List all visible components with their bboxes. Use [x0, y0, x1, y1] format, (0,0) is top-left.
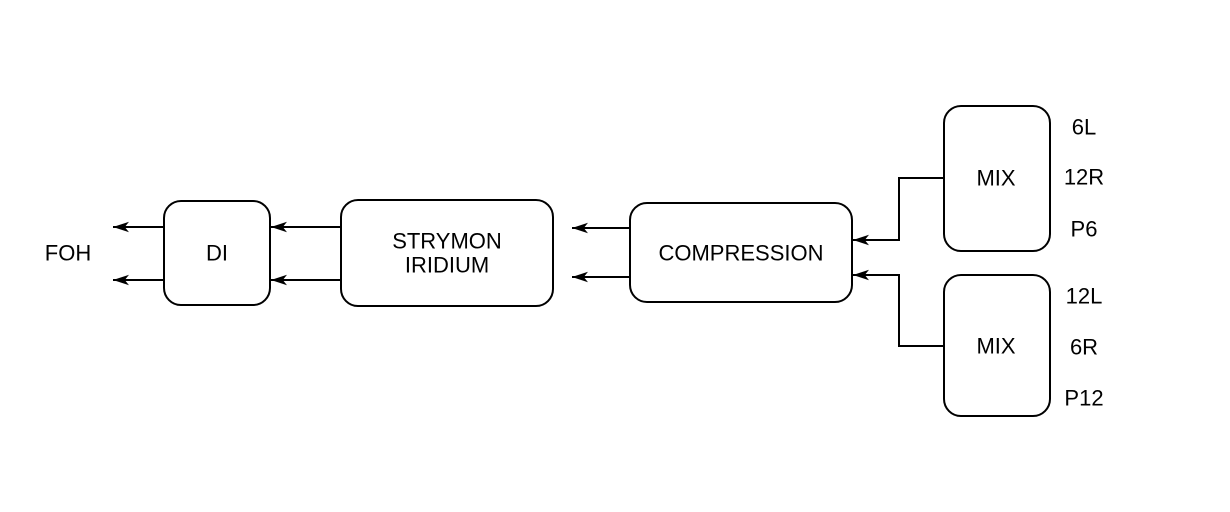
mix-top-node-box: [943, 105, 1051, 252]
di-node-box: [163, 200, 271, 306]
mix-bottom-port-label-6r: 6R: [1070, 335, 1098, 360]
foh-label: FOH: [45, 241, 91, 266]
mix-bottom-node-label: MIX: [976, 334, 1015, 359]
mix-bottom-node-box: [943, 274, 1051, 417]
mix-top-port-label-p6: P6: [1071, 217, 1098, 242]
edge-mix-bottom-to-compression: [853, 269, 944, 347]
edge-mix-top-to-compression: [853, 177, 944, 246]
di-node-label: DI: [206, 241, 228, 266]
mix-bottom-port-label-12l: 12L: [1066, 284, 1103, 309]
strymon-node-label-line2: IRIDIUM: [405, 253, 489, 278]
strymon-iridium-node-box: [340, 199, 554, 307]
mix-top-node-label: MIX: [976, 166, 1015, 191]
mix-top-port-label-6l: 6L: [1072, 115, 1096, 140]
mix-top-port-label-12r: 12R: [1064, 165, 1104, 190]
compression-node-box: [629, 202, 853, 303]
mix-bottom-port-label-p12: P12: [1064, 386, 1103, 411]
compression-node-label: COMPRESSION: [658, 241, 823, 266]
strymon-node-label-line1: STRYMON: [392, 229, 502, 254]
